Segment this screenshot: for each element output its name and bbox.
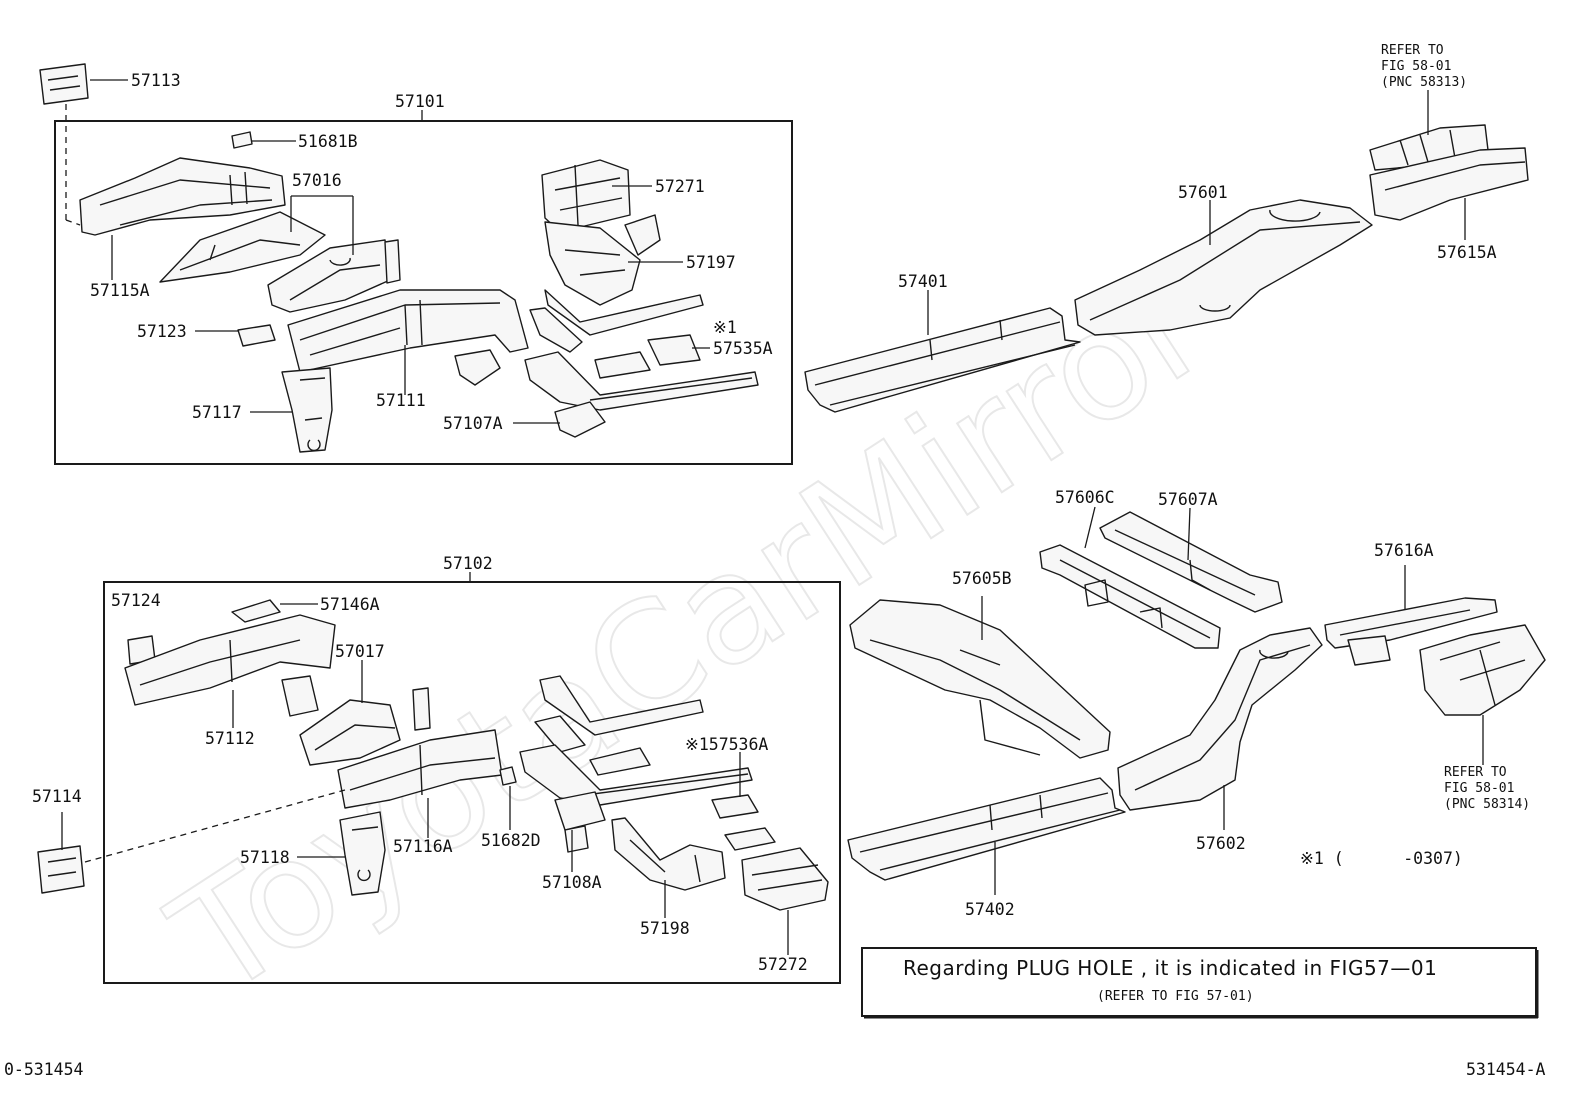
part-bracket-lower (412, 687, 431, 731)
part-57197: 57197 (544, 214, 736, 306)
note-sub-text: (REFER TO FIG 57-01) (1097, 989, 1254, 1004)
leader-dashed-57114 (84, 789, 346, 863)
group-57101: 57101 (54, 92, 793, 465)
part-57536A-group: ※157536A (519, 675, 768, 819)
part-51682D: 51682D (481, 766, 541, 850)
part-57124: 57124 (111, 591, 161, 665)
part-57123: 57123 (137, 322, 276, 347)
label-57114: 57114 (32, 787, 82, 806)
label-57108A: 57108A (542, 873, 602, 892)
label-57017: 57017 (335, 642, 385, 661)
part-57116A: 57116A (337, 729, 503, 856)
part-57146A: 57146A (231, 595, 380, 623)
part-57605B: 57605B (849, 569, 1111, 759)
label-57605B: 57605B (952, 569, 1012, 588)
part-57111: 57111 (287, 289, 529, 410)
label-57115A: 57115A (90, 281, 150, 300)
label-57606C: 57606C (1055, 488, 1115, 507)
label-57536A: ※157536A (685, 735, 768, 754)
label-57602: 57602 (1196, 834, 1246, 853)
part-57402: 57402 (847, 777, 1126, 919)
refer-bottom-line2: FIG 58-01 (1444, 781, 1514, 796)
label-57124: 57124 (111, 591, 161, 610)
part-refer-58314: REFER TO FIG 58-01 (PNC 58314) (1419, 624, 1546, 812)
part-57198: 57198 (611, 817, 726, 938)
part-57616A: 57616A (1324, 541, 1498, 666)
part-57115A: 57115A (79, 157, 286, 300)
part-57118: 57118 (240, 811, 386, 896)
note-main-text: Regarding PLUG HOLE , it is indicated in… (903, 956, 1437, 980)
refer-top-line3: (PNC 58313) (1381, 75, 1467, 90)
part-57602: 57602 (1117, 627, 1323, 853)
plug-hole-note: Regarding PLUG HOLE , it is indicated in… (861, 947, 1539, 1019)
label-57402: 57402 (965, 900, 1015, 919)
part-57108A: 57108A (542, 791, 606, 892)
label-note1-upper: ※1 (713, 318, 737, 337)
group-57102-label: 57102 (443, 554, 493, 573)
label-57198: 57198 (640, 919, 690, 938)
group-57101-label: 57101 (395, 92, 445, 111)
label-57118: 57118 (240, 848, 290, 867)
footnote-note1: ※1 ( -0307) (1300, 849, 1463, 868)
refer-top-line2: FIG 58-01 (1381, 59, 1451, 74)
part-57016: 57016 (159, 171, 391, 313)
part-57112: 57112 (124, 614, 336, 748)
label-57607A: 57607A (1158, 490, 1218, 509)
part-57114: 57114 (32, 787, 85, 894)
label-57197: 57197 (686, 253, 736, 272)
part-57117: 57117 (192, 367, 333, 453)
diagram-id-right: 531454-A (1466, 1060, 1546, 1079)
part-refer-58313: REFER TO FIG 58-01 (PNC 58313) (1369, 43, 1489, 171)
label-57123: 57123 (137, 322, 187, 341)
label-57146A: 57146A (320, 595, 380, 614)
label-57271: 57271 (655, 177, 705, 196)
part-57607A: 57607A (1099, 490, 1283, 613)
label-57016: 57016 (292, 171, 342, 190)
label-57535A: 57535A (713, 339, 773, 358)
diagram-id-left: 0-531454 (4, 1060, 84, 1079)
label-57111: 57111 (376, 391, 426, 410)
label-57116A: 57116A (393, 837, 453, 856)
part-57615A: 57615A (1369, 147, 1529, 262)
refer-bottom-line3: (PNC 58314) (1444, 797, 1530, 812)
part-57017: 57017 (281, 642, 401, 766)
label-57272: 57272 (758, 955, 808, 974)
part-bracket-small (384, 239, 401, 284)
part-57113: 57113 (39, 63, 181, 105)
part-57272: 57272 (724, 827, 829, 974)
part-57535A-group: ※1 57535A (524, 289, 773, 411)
label-57616A: 57616A (1374, 541, 1434, 560)
part-57271: 57271 (541, 159, 705, 233)
label-57117: 57117 (192, 403, 242, 422)
refer-bottom-line1: REFER TO (1444, 765, 1507, 780)
label-57113: 57113 (131, 71, 181, 90)
label-51681B: 51681B (298, 132, 358, 151)
label-57112: 57112 (205, 729, 255, 748)
part-57107A: 57107A (443, 401, 606, 438)
label-57615A: 57615A (1437, 243, 1497, 262)
part-57606C: 57606C (1039, 488, 1221, 649)
part-bracket-57111 (454, 349, 501, 386)
refer-top-line1: REFER TO (1381, 43, 1444, 58)
part-51681B: 51681B (231, 131, 358, 151)
label-57601: 57601 (1178, 183, 1228, 202)
group-57102: 57102 (103, 554, 841, 984)
part-57601: 57601 (1074, 183, 1373, 336)
label-51682D: 51682D (481, 831, 541, 850)
part-57401: 57401 (804, 272, 1081, 413)
label-57107A: 57107A (443, 414, 503, 433)
label-57401: 57401 (898, 272, 948, 291)
